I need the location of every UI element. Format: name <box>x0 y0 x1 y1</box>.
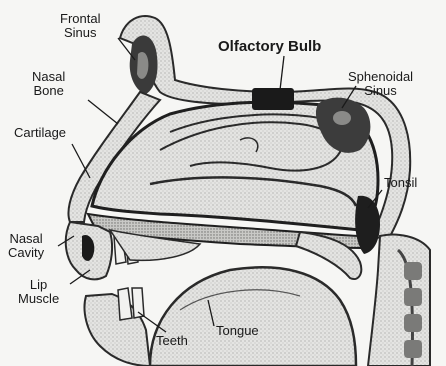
label-olfactory-bulb: Olfactory Bulb <box>218 40 321 54</box>
label-sphenoidal-line2: Sinus <box>348 84 413 98</box>
label-lip-line2: Muscle <box>18 292 59 306</box>
label-tongue: Tongue <box>216 324 259 338</box>
label-frontal-line1: Frontal <box>60 12 100 26</box>
label-nasal-cavity-line1: Nasal <box>8 232 44 246</box>
label-nasal-bone-line1: Nasal <box>32 70 65 84</box>
label-tonsil: Tonsil <box>384 176 417 190</box>
label-nasal-bone-line2: Bone <box>32 84 65 98</box>
label-teeth: Teeth <box>156 334 188 348</box>
olfactory-bulb-shape <box>252 88 294 110</box>
label-sphenoidal-sinus: Sphenoidal Sinus <box>348 70 413 98</box>
label-sphenoidal-line1: Sphenoidal <box>348 70 413 84</box>
label-lip-muscle: Lip Muscle <box>18 278 59 306</box>
label-frontal-line2: Sinus <box>60 26 100 40</box>
label-cartilage: Cartilage <box>14 126 66 140</box>
label-nasal-cavity: Nasal Cavity <box>8 232 44 260</box>
label-nasal-bone: Nasal Bone <box>32 70 65 98</box>
label-lip-line1: Lip <box>18 278 59 292</box>
tongue-shape <box>150 267 356 366</box>
label-nasal-cavity-line2: Cavity <box>8 246 44 260</box>
label-frontal-sinus: Frontal Sinus <box>60 12 100 40</box>
